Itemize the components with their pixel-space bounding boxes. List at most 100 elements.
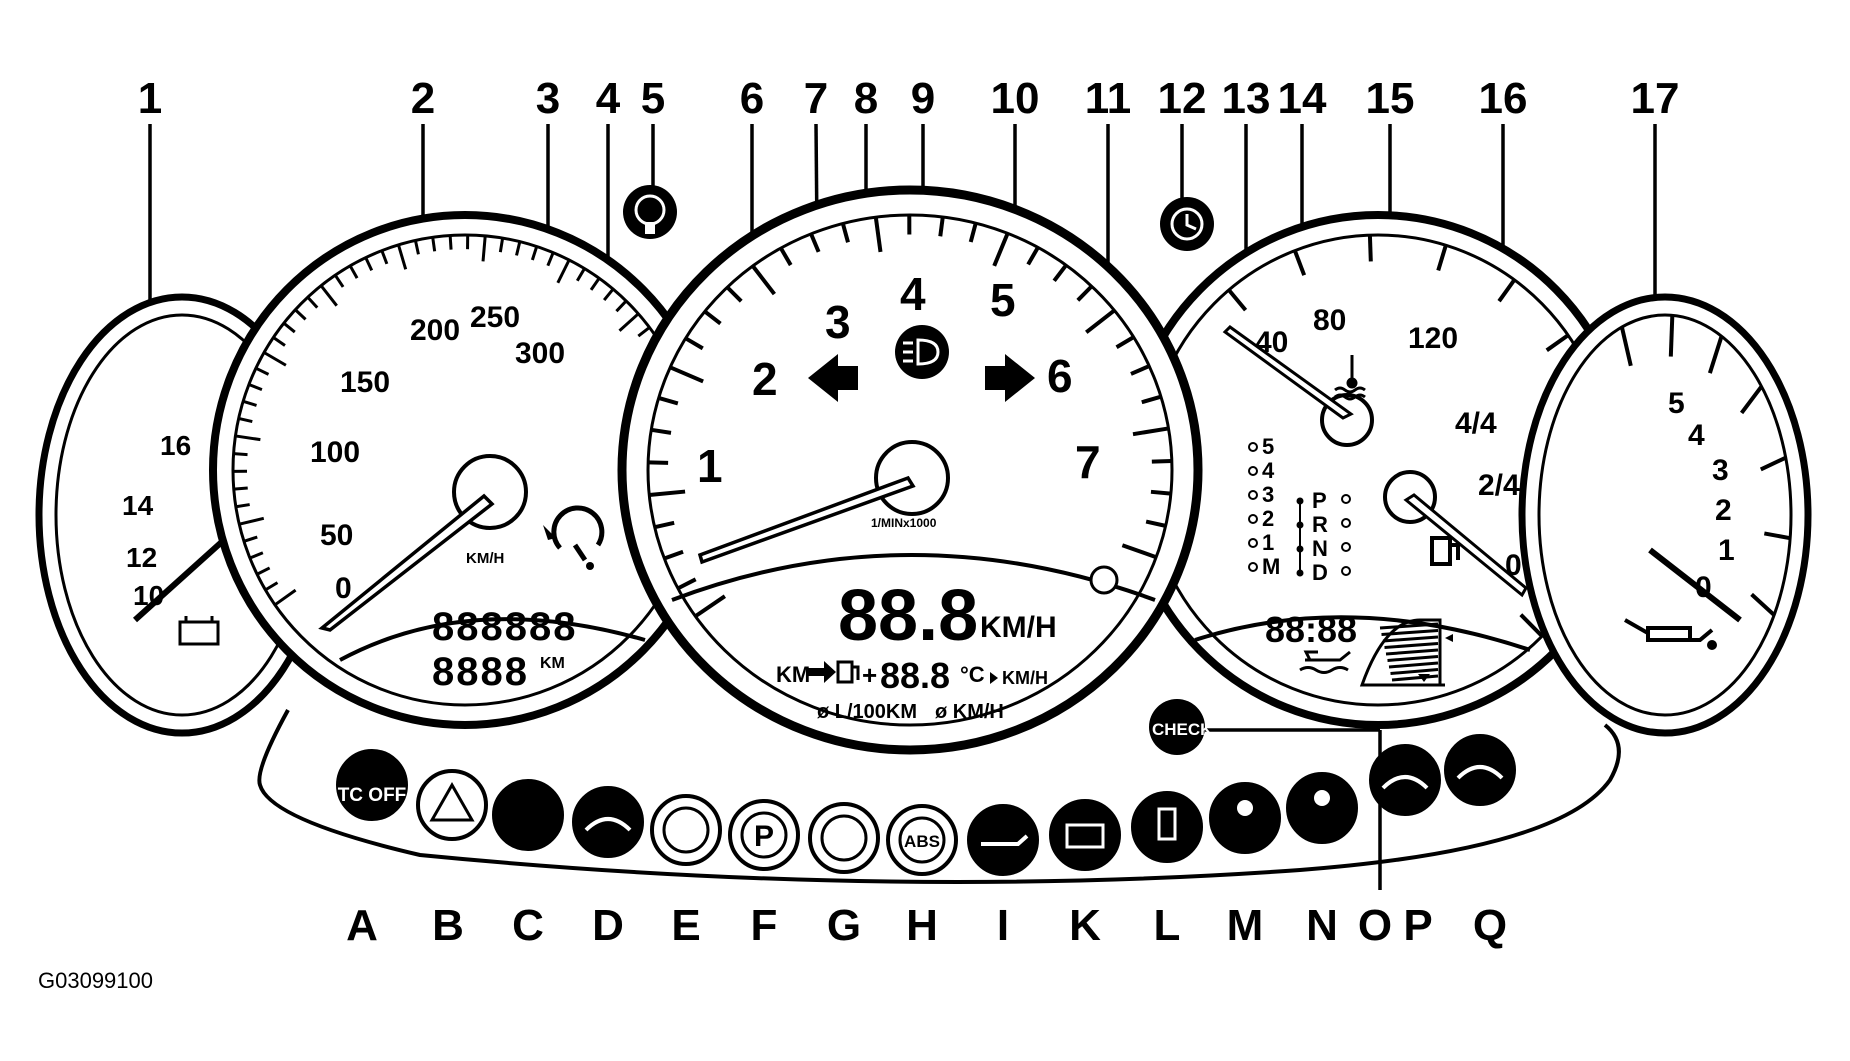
fuel-pump-icon [1430,536,1460,566]
tick-mark [263,351,287,367]
fuel-label: 4/4 [1455,407,1497,440]
oil-pressure-label: 5 [1668,387,1685,420]
tick-mark [1026,246,1040,266]
tick-mark [809,233,821,253]
seatbelt-icon [1209,782,1281,854]
tick-mark [677,577,697,591]
rear-spoiler-icon [1444,734,1516,806]
tick-mark [684,336,704,351]
parking-brake-icon: P [728,799,800,871]
tach-tick-label: 1 [697,440,723,492]
tick-mark [649,489,686,497]
tick-mark [575,267,586,282]
tick-mark [448,235,453,250]
tach-needle [697,475,916,565]
tick-mark [1292,249,1307,276]
plus-sign: + [862,660,877,690]
tick-mark [1367,235,1373,262]
oil-pressure-label: 3 [1712,454,1729,487]
oil-can-icon [967,804,1039,876]
tick-mark [431,237,437,252]
tick-mark [694,594,726,618]
callout-letter: N [1306,901,1338,950]
tick-mark [364,256,374,272]
light-sensor-icon [1089,565,1119,595]
bar-segment [1390,668,1439,675]
callout-letter: Q [1473,901,1507,950]
display-window-arc [339,617,646,662]
tick-mark [1227,288,1248,312]
callout-number: 10 [991,74,1040,123]
range-label: KM [776,662,810,687]
gear-letter: R [1312,512,1328,537]
tick-mark [1130,364,1151,376]
tach-display-arc [671,553,1156,602]
tpms-icon [623,185,677,239]
gear-dot [1341,518,1351,528]
coolant-temp-icon [1334,355,1366,401]
speed-tick-label: 150 [340,366,390,399]
callout-letter: B [432,901,464,950]
gear-letter: N [1312,536,1328,561]
turn-signal-right-icon [985,354,1035,402]
callout-letter: A [346,901,378,950]
callout-number: 1 [138,74,162,123]
blank-lamp-icon [492,779,564,851]
tick-mark [530,246,539,261]
tick-mark [498,237,505,253]
speedometer: 0 50 100 150 200 250 300 KM/H 888888 888… [209,211,721,729]
callout-letter: H [906,901,938,950]
oil-pressure-label: 1 [1718,534,1735,567]
tick-mark [235,503,250,509]
warning-panel [257,709,1621,884]
battery-icon [178,616,220,646]
tick-mark [1750,592,1776,617]
callout-number: 8 [854,74,878,123]
bar-segment [1387,655,1439,662]
tick-mark [663,549,684,561]
tick-mark [233,486,248,491]
speed-tick-label: 250 [470,301,520,334]
volt-needle [132,527,238,623]
display-window-arc-right [1194,615,1531,652]
trip-unit: KM [540,655,565,672]
callout-number: 16 [1479,74,1528,123]
callout-number: 4 [596,74,621,123]
hazard-icon [416,769,488,841]
callout-number: 2 [411,74,435,123]
tick-mark [1545,333,1570,352]
oil-pressure-ticks [1619,315,1791,617]
callout-number: 15 [1366,74,1415,123]
clock-display: 88:88 [1265,609,1357,650]
arrow-small-icon [990,672,998,684]
tick-mark [1145,519,1167,528]
coolant-level-icon [1131,791,1203,863]
oil-temp-needle [1222,325,1354,420]
gear-dot [1341,566,1351,576]
tick-mark [242,399,257,407]
bar-segment [1385,648,1439,656]
callout-number: 14 [1278,74,1327,123]
abs-icon: ABS [886,804,958,876]
tick-mark [413,240,420,255]
speed-tick-label: 50 [320,519,353,552]
tick-mark [648,460,669,465]
callout-number: 17 [1631,74,1680,123]
brake-pad-icon [650,794,722,866]
brake-warning-icon [808,802,880,874]
tach-tick-label: 5 [990,274,1016,326]
gear-number: 3 [1262,482,1274,507]
bar-segment [1381,629,1439,636]
tick-mark [515,241,522,256]
callout-letter: C [512,901,544,950]
tick-mark [238,417,253,424]
tick-mark [725,285,743,303]
tick-mark [1497,278,1516,303]
callout-number: 7 [804,74,828,123]
tick-mark [248,383,263,392]
tach-tick-label: 6 [1047,350,1073,402]
tc-off-label: TC OFF [338,785,407,806]
tach-tick-label: 3 [825,296,851,348]
tick-mark [233,452,248,457]
